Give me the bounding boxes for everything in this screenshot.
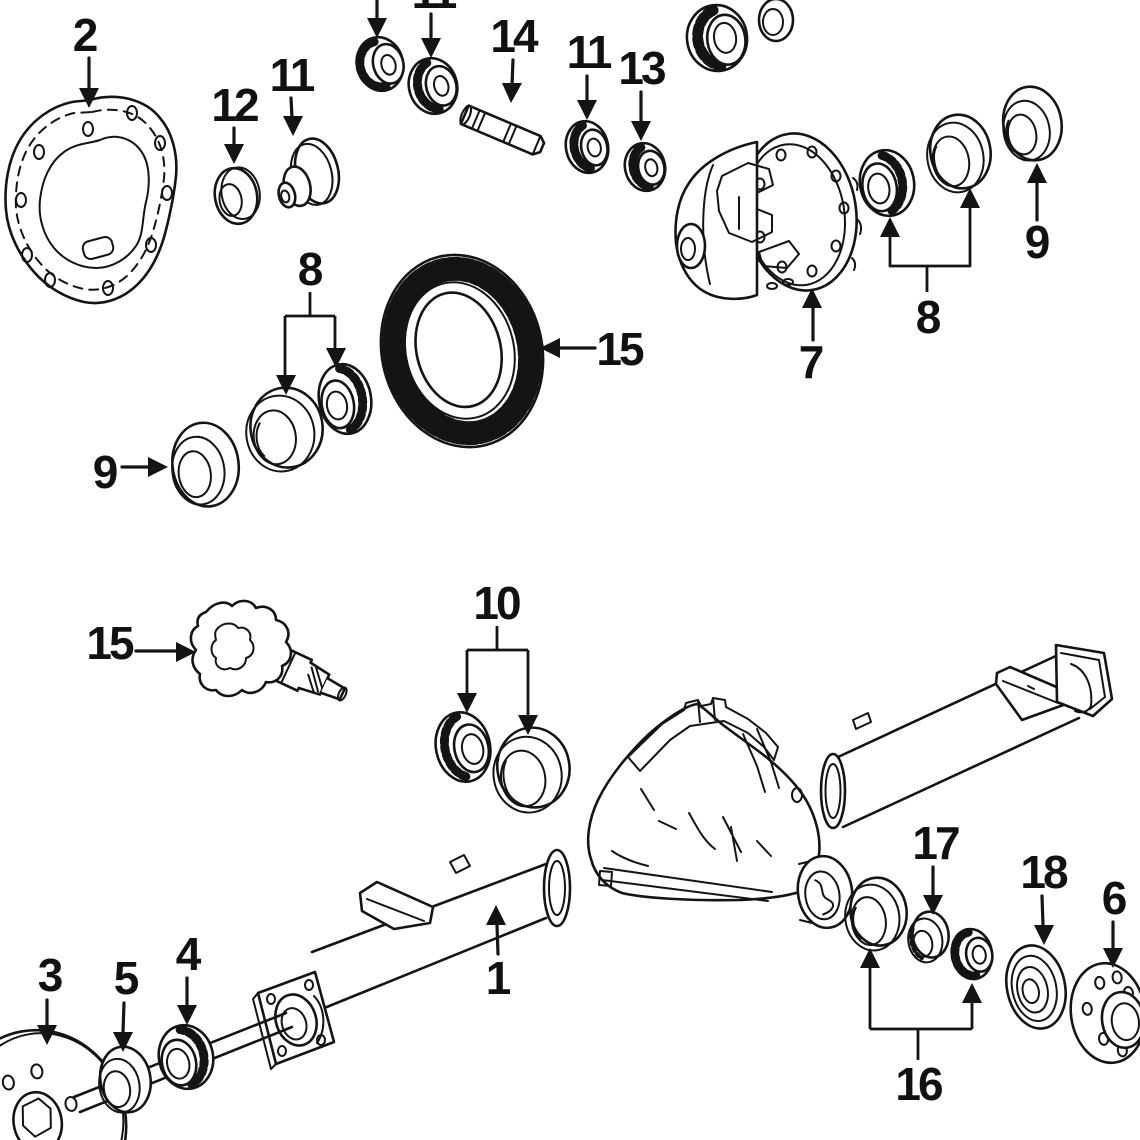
part-9-seal-left <box>171 421 241 508</box>
callout-8-right-label[interactable]: 8 <box>916 291 944 343</box>
callout-17-label[interactable]: 17 <box>912 817 962 869</box>
callout-11-mid[interactable]: 11 <box>567 26 615 120</box>
part-pinion-gear-a <box>355 35 405 93</box>
callout-14-label[interactable]: 14 <box>490 10 542 62</box>
part-pinion-gear-b <box>407 56 459 116</box>
callout-11-top[interactable]: 11 <box>412 0 460 58</box>
part-8-bearing-cone-left <box>317 362 373 436</box>
callout-14[interactable]: 14 <box>490 10 542 103</box>
callout-6[interactable]: 6 <box>1102 872 1129 968</box>
callout-12[interactable]: 12 <box>211 79 261 164</box>
part-washer-top <box>757 0 795 43</box>
part-10-pinion-bearing-cup <box>492 726 571 814</box>
part-10-pinion-bearing <box>434 711 492 783</box>
callout-10-label[interactable]: 10 <box>473 577 523 629</box>
callout-10-bracket <box>465 626 530 715</box>
part-8-bearing-cup-left <box>245 386 324 473</box>
part-12-washer <box>213 166 261 226</box>
part-5-axle-seal <box>98 1045 153 1114</box>
callout-4[interactable]: 4 <box>176 928 205 1025</box>
callout-13[interactable]: 13 <box>618 42 668 141</box>
callout-11-left-label[interactable]: 11 <box>270 49 318 101</box>
callout-1[interactable]: 1 <box>486 905 514 1004</box>
callout-2-label[interactable]: 2 <box>73 9 100 61</box>
callout-3[interactable]: 3 <box>37 949 65 1045</box>
callout-11-mid-label[interactable]: 11 <box>567 26 615 78</box>
callout-16-bracket <box>868 968 974 1060</box>
callout-16[interactable]: 16 <box>860 948 982 1110</box>
callout-12-label[interactable]: 12 <box>211 79 261 131</box>
part-8-bearing-cone-right <box>858 148 916 218</box>
callout-9-right-label[interactable]: 9 <box>1025 216 1052 268</box>
part-spider-gear-top <box>685 3 749 73</box>
part-18-seal-disc <box>1005 944 1067 1030</box>
callout-15-left-label[interactable]: 15 <box>86 617 137 669</box>
part-11-side-gear <box>277 137 341 209</box>
part-17-bearing-cup <box>907 910 950 964</box>
callout-9-right[interactable]: 9 <box>1025 163 1052 268</box>
callout-15-right-label[interactable]: 15 <box>596 323 647 375</box>
part-13-thrust-gear <box>623 141 667 193</box>
callout-13-label[interactable]: 13 <box>618 42 668 94</box>
part-16-outer-bearing <box>844 876 908 952</box>
callout-17[interactable]: 17 <box>912 817 962 915</box>
callout-6-label[interactable]: 6 <box>1102 872 1129 924</box>
part-2-differential-cover <box>4 95 178 305</box>
callout-7[interactable]: 7 <box>799 288 826 388</box>
callout-11-left-arrow <box>289 96 294 120</box>
callout-18-arrow <box>1040 894 1045 927</box>
part-6-shaft-flange <box>1069 961 1140 1065</box>
callout-5[interactable]: 5 <box>113 952 142 1052</box>
callout-9-left-label[interactable]: 9 <box>93 446 120 498</box>
callout-10[interactable]: 10 <box>457 577 538 735</box>
callout-8-left-bracket <box>283 292 337 375</box>
callout-11-left[interactable]: 11 <box>270 49 318 136</box>
callout-arrow-top[interactable] <box>367 0 387 38</box>
callout-8-right-bracket <box>888 208 972 292</box>
callout-15-left[interactable]: 15 <box>86 617 196 669</box>
part-1-axle-housing <box>252 643 1114 1070</box>
part-11-pinion-gear-c <box>564 119 610 175</box>
part-16-retainer-ring <box>950 927 994 981</box>
part-4-axle-bearing <box>157 1023 215 1091</box>
part-14-cross-shaft <box>459 104 546 156</box>
callout-2[interactable]: 2 <box>73 9 100 108</box>
callout-18[interactable]: 18 <box>1020 846 1071 945</box>
part-7-differential-case <box>674 132 863 301</box>
callout-4-label[interactable]: 4 <box>176 928 205 980</box>
part-8-bearing-cup-right <box>926 113 992 194</box>
callout-15-right[interactable]: 15 <box>540 323 647 375</box>
callout-1-label[interactable]: 1 <box>486 952 514 1004</box>
callout-5-label[interactable]: 5 <box>114 952 142 1004</box>
callout-1-arrow <box>495 923 500 956</box>
callout-11-top-label[interactable]: 11 <box>412 0 460 18</box>
part-15-ring-gear <box>379 253 545 449</box>
part-9-seal-right <box>1001 85 1064 162</box>
callout-14-arrow <box>510 58 515 87</box>
callout-16-label[interactable]: 16 <box>895 1058 945 1110</box>
callout-5-arrow <box>121 1001 126 1034</box>
callout-18-label[interactable]: 18 <box>1020 846 1071 898</box>
callout-8-left-label[interactable]: 8 <box>298 243 326 295</box>
callout-3-label[interactable]: 3 <box>38 949 65 1001</box>
callout-9-left[interactable]: 9 <box>93 446 168 498</box>
part-15-drive-pinion <box>189 599 348 702</box>
callout-7-label[interactable]: 7 <box>799 336 826 388</box>
